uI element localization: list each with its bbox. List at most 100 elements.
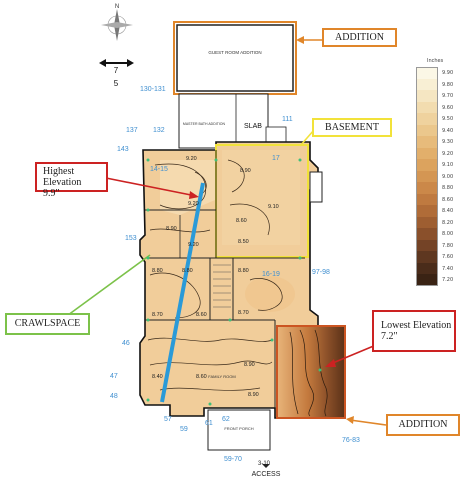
elevation-value: 9.20 <box>186 156 197 162</box>
legend-swatch <box>416 147 438 159</box>
highest-elevation-value: 9.9" <box>43 188 60 199</box>
elevation-value: 8.60 <box>196 312 207 318</box>
elevation-value: 8.90 <box>248 392 259 398</box>
elevation-value: 8.80 <box>238 268 249 274</box>
point-label: 48 <box>110 393 118 400</box>
legend-swatch <box>416 90 438 102</box>
highest-elevation-title: Highest Elevation <box>43 166 82 188</box>
bottom-addition <box>276 325 346 419</box>
elevation-value: 8.80 <box>152 268 163 274</box>
basement-pointer-line <box>299 129 315 147</box>
access-arrow-icon <box>262 464 270 468</box>
survey-point <box>146 398 150 402</box>
elevation-value: 8.40 <box>152 374 163 380</box>
elevation-value: 9.10 <box>268 204 279 210</box>
lowest-elevation-box: Lowest Elevation 7.2" <box>372 310 456 352</box>
scale-indicator: 7 5 <box>99 59 134 88</box>
survey-point <box>298 158 302 162</box>
addition-bottom-text: ADDITION <box>398 419 448 430</box>
legend-entry-label: 8.60 <box>442 196 454 203</box>
legend-entry-label: 7.60 <box>442 254 454 260</box>
point-label: 143 <box>117 146 129 153</box>
point-label: 130-131 <box>140 86 166 93</box>
legend-entry-label: 8.80 <box>442 185 454 191</box>
lowest-elevation-arrow <box>325 344 377 367</box>
legend-entry-label: 9.60 <box>442 104 454 111</box>
highest-elevation-callout <box>105 177 199 199</box>
elevation-value: 8.90 <box>166 226 177 232</box>
legend-swatch <box>416 193 438 205</box>
high-low-connector-line <box>160 182 205 403</box>
survey-point <box>318 368 322 372</box>
legend-entry-label: 9.10 <box>442 162 454 168</box>
legend-swatch <box>416 251 438 263</box>
elevation-value: 8.60 <box>236 218 247 224</box>
legend-swatch <box>416 78 438 90</box>
legend-entry-label: 9.00 <box>442 173 454 180</box>
front-porch: FRONT PORCH <box>207 409 271 451</box>
survey-point <box>146 208 150 212</box>
legend-entry-label: 7.80 <box>442 242 454 249</box>
compass-rose-icon: N <box>101 4 133 41</box>
slab-label: SLAB <box>244 123 262 130</box>
elevation-value: 9.20 <box>188 242 199 248</box>
point-label: 76-83 <box>342 437 360 444</box>
elevation-value: 8.70 <box>238 310 249 316</box>
addition-top-callout: ADDITION <box>322 28 397 47</box>
point-label: 47 <box>110 373 118 380</box>
survey-point <box>146 158 150 162</box>
legend-entry-label: 9.40 <box>442 127 454 134</box>
access-label: ACCESS <box>252 471 281 478</box>
lowest-elevation-title: Lowest Elevation <box>381 320 452 331</box>
addition-bottom-callout: ADDITION <box>386 414 460 436</box>
basement-text: BASEMENT <box>325 122 379 133</box>
elevation-values: 9.20 8.90 9.20 9.10 8.90 8.60 9.20 8.50 … <box>152 156 279 398</box>
legend-swatch <box>416 159 438 171</box>
point-label: 61 <box>205 420 213 427</box>
legend-entry-label: 7.20 <box>442 277 454 283</box>
legend-swatch <box>416 262 438 274</box>
highest-elevation-box: Highest Elevation 9.9" <box>35 162 108 199</box>
crawlspace-text: CRAWLSPACE <box>14 318 81 329</box>
addition-top-text: ADDITION <box>335 32 384 43</box>
elevation-value: 8.60 <box>196 374 207 380</box>
survey-point <box>208 402 212 406</box>
survey-point <box>214 158 218 162</box>
elevation-value: 9.20 <box>188 201 199 207</box>
legend-swatch <box>416 228 438 240</box>
family-room-label: FAMILY ROOM <box>208 374 235 379</box>
survey-point-markers <box>146 158 322 406</box>
survey-point <box>146 256 150 260</box>
legend-entry-label: 9.80 <box>442 81 454 88</box>
elevation-value: 8.50 <box>238 239 249 245</box>
elevation-value: 8.80 <box>182 268 193 274</box>
legend-entry-label: 8.00 <box>442 231 454 237</box>
crawlspace-pointer-line <box>63 254 151 319</box>
elevation-value: 8.70 <box>152 312 163 318</box>
legend-entry-label: 7.40 <box>442 265 454 272</box>
survey-point <box>228 318 232 322</box>
basement-callout: BASEMENT <box>312 118 392 137</box>
legend-entry-label: 9.70 <box>442 93 454 99</box>
addition-top-arrow <box>296 36 322 44</box>
master-bath-annex: MASTER BATH ADDITION SLAB <box>178 93 287 149</box>
survey-point <box>146 318 150 322</box>
legend-entry-label: 9.30 <box>442 139 454 145</box>
elevation-value: 8.90 <box>240 168 251 174</box>
survey-point-labels: 130-131 137 132 143 111 14-15 17 153 16-… <box>110 86 360 467</box>
guest-room-addition: GUEST ROOM ADDITION <box>173 21 297 95</box>
legend-swatch <box>416 170 438 182</box>
legend-swatch <box>416 274 438 286</box>
legend-swatch <box>416 124 438 136</box>
point-label: 111 <box>282 116 293 123</box>
point-label: 46 <box>122 340 130 347</box>
point-label: 137 <box>126 127 138 134</box>
legend-swatch <box>416 205 438 217</box>
scale-bottom-label: 5 <box>114 79 119 88</box>
point-label: 17 <box>272 155 280 162</box>
legend-swatch <box>416 67 438 79</box>
legend-entry-label: 9.90 <box>442 70 454 76</box>
point-label: 132 <box>153 127 165 134</box>
